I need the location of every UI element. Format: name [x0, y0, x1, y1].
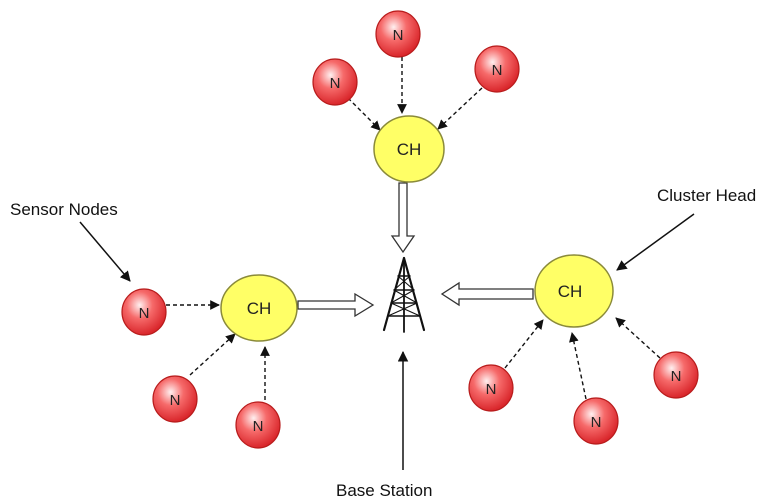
sensor-nodes-label: Sensor Nodes — [10, 200, 118, 219]
link-top-n2 — [347, 97, 381, 131]
node-label: N — [139, 305, 150, 322]
sensor-node: N — [312, 58, 358, 106]
base-station-label: Base Station — [336, 481, 432, 500]
link-top-n3 — [437, 87, 483, 130]
node-label: N — [591, 414, 602, 431]
left-cluster-links — [166, 300, 270, 400]
ch-label: CH — [397, 140, 422, 159]
sensor-node: N — [375, 10, 421, 58]
sensor-node: N — [573, 397, 619, 445]
sensor-nodes-pointer — [79, 221, 131, 282]
ch-label: CH — [247, 299, 272, 318]
arrow-top-ch-to-base — [390, 182, 416, 254]
antenna-tower-icon — [382, 256, 426, 333]
ch-to-base-arrows — [297, 182, 534, 318]
sensor-node: N — [152, 375, 198, 423]
node-label: N — [330, 75, 341, 92]
sensor-node: N — [474, 45, 520, 93]
arrow-left-ch-to-base — [297, 292, 375, 318]
top-cluster-links — [347, 57, 483, 131]
node-label: N — [170, 392, 181, 409]
node-label: N — [671, 368, 682, 385]
sensor-node: N — [653, 351, 699, 399]
link-right-n3 — [615, 317, 661, 359]
ch-label: CH — [558, 282, 583, 301]
node-label: N — [492, 62, 503, 79]
cluster-head-top: CH — [373, 115, 445, 183]
cluster-head-label: Cluster Head — [657, 186, 756, 205]
cluster-head-pointer — [616, 213, 695, 271]
sensor-node: N — [468, 364, 514, 412]
cluster-head-right: CH — [534, 254, 614, 328]
link-right-n1 — [504, 319, 544, 369]
node-label: N — [393, 27, 404, 44]
callout-arrows — [79, 213, 695, 470]
link-left-n2 — [189, 333, 236, 376]
link-right-n2 — [569, 332, 587, 400]
sensor-node: N — [235, 401, 281, 449]
arrow-right-ch-to-base — [440, 281, 534, 307]
node-label: N — [253, 418, 264, 435]
right-cluster-links — [504, 317, 661, 400]
sensor-node: N — [121, 288, 167, 336]
sensor-nodes: N N N N N N N N — [121, 10, 699, 449]
cluster-head-left: CH — [220, 274, 298, 342]
node-label: N — [486, 381, 497, 398]
